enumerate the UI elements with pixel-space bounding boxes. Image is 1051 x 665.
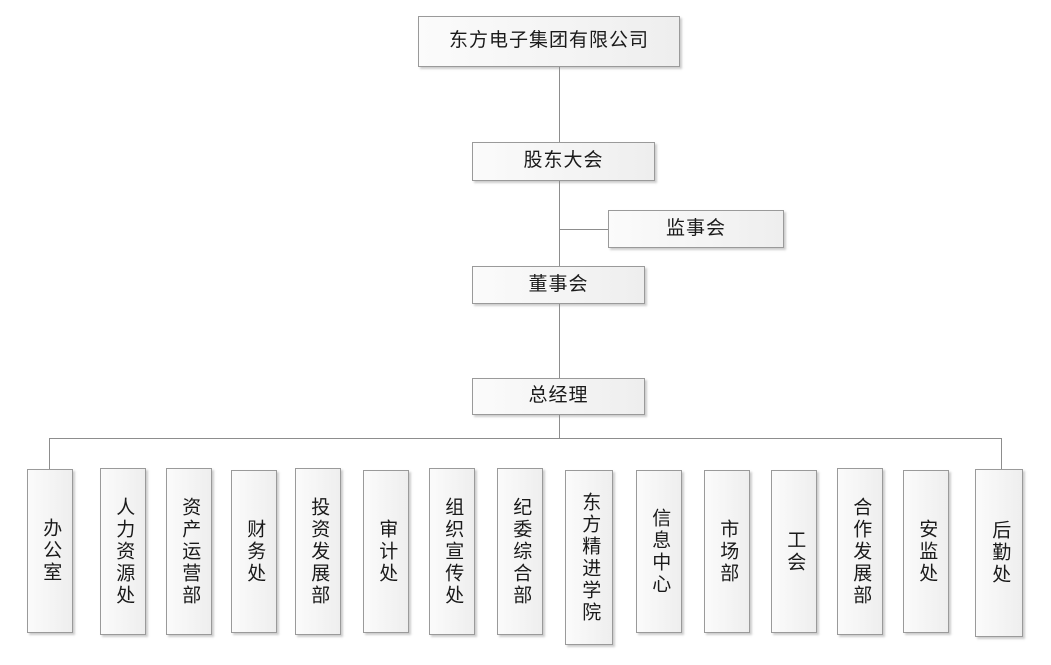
department-label-14: 安监处 (916, 518, 938, 585)
department-box-6[interactable]: 审计处 (363, 470, 409, 633)
department-label-4: 财务处 (244, 518, 266, 585)
connector-company-to-shareholders (559, 67, 560, 142)
node-shareholders-meeting-label: 股东大会 (523, 150, 604, 172)
department-box-14[interactable]: 安监处 (903, 470, 949, 633)
department-label-1: 办公室 (40, 518, 62, 584)
connector-branch-to-supervisors (559, 229, 608, 230)
department-label-15: 后勤处 (989, 520, 1011, 586)
connector-department-bus (49, 438, 1002, 439)
department-label-12: 工会 (784, 529, 806, 574)
department-box-2[interactable]: 人力资源处 (100, 468, 146, 635)
department-label-9: 东方精进学院 (579, 491, 601, 624)
node-board-of-directors-label: 董事会 (528, 273, 589, 295)
department-box-4[interactable]: 财务处 (231, 470, 277, 633)
node-board-of-supervisors-label: 监事会 (665, 217, 726, 239)
department-label-5: 投资发展部 (308, 496, 330, 607)
department-label-13: 合作发展部 (850, 496, 872, 607)
department-label-10: 信息中心 (649, 507, 671, 596)
department-label-11: 市场部 (717, 518, 739, 585)
department-label-3: 资产运营部 (179, 496, 201, 607)
department-box-13[interactable]: 合作发展部 (837, 468, 883, 635)
department-label-8: 纪委综合部 (510, 496, 532, 607)
connector-bus-to-last-department (1001, 438, 1002, 469)
node-general-manager-label: 总经理 (528, 385, 589, 407)
node-board-of-supervisors[interactable]: 监事会 (608, 210, 784, 248)
department-box-11[interactable]: 市场部 (704, 470, 750, 633)
department-box-7[interactable]: 组织宣传处 (429, 468, 475, 635)
connector-board-to-general-manager (559, 304, 560, 378)
node-general-manager[interactable]: 总经理 (472, 378, 645, 415)
department-box-8[interactable]: 纪委综合部 (497, 468, 543, 635)
node-shareholders-meeting[interactable]: 股东大会 (472, 142, 655, 181)
department-label-7: 组织宣传处 (442, 496, 464, 607)
connector-bus-to-first-department (49, 438, 50, 469)
department-label-2: 人力资源处 (113, 496, 135, 607)
node-company-label: 东方电子集团有限公司 (448, 30, 649, 52)
department-box-1[interactable]: 办公室 (27, 469, 73, 633)
node-company[interactable]: 东方电子集团有限公司 (418, 16, 680, 67)
department-box-3[interactable]: 资产运营部 (166, 468, 212, 635)
connector-general-manager-to-bus (559, 415, 560, 438)
department-box-15[interactable]: 后勤处 (975, 469, 1023, 637)
department-label-6: 审计处 (376, 518, 398, 585)
department-box-12[interactable]: 工会 (771, 470, 817, 633)
department-box-10[interactable]: 信息中心 (636, 470, 682, 633)
department-box-5[interactable]: 投资发展部 (295, 468, 341, 635)
node-board-of-directors[interactable]: 董事会 (472, 266, 645, 304)
connector-shareholders-to-board (559, 181, 560, 266)
department-box-9[interactable]: 东方精进学院 (565, 470, 613, 645)
